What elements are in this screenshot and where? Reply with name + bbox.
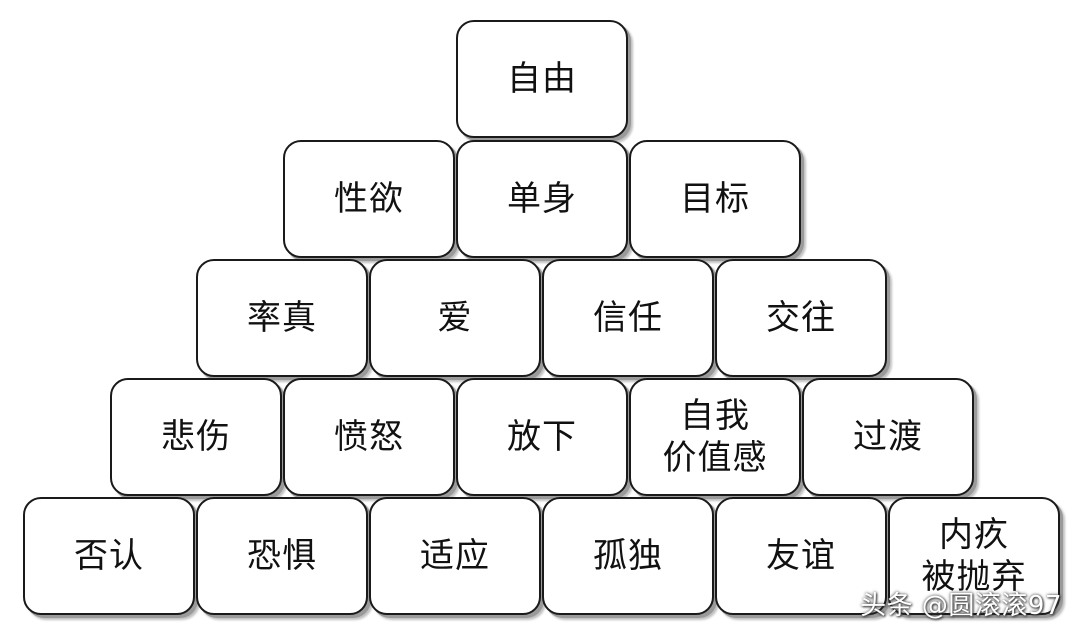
pyramid-block: 性欲 <box>283 140 455 258</box>
pyramid-block: 自由 <box>456 20 628 138</box>
pyramid-block: 适应 <box>369 497 541 615</box>
pyramid-block: 率真 <box>196 259 368 377</box>
pyramid-block: 信任 <box>542 259 714 377</box>
pyramid-block: 孤独 <box>542 497 714 615</box>
watermark-text: 头条 @圆滚滚97 <box>860 591 1062 621</box>
pyramid-block: 放下 <box>456 378 628 496</box>
pyramid-block: 悲伤 <box>110 378 282 496</box>
pyramid-block: 友谊 <box>715 497 887 615</box>
pyramid-block: 单身 <box>456 140 628 258</box>
pyramid-block: 自我 价值感 <box>629 378 801 496</box>
pyramid-block: 过渡 <box>802 378 974 496</box>
pyramid-block: 爱 <box>369 259 541 377</box>
pyramid-block: 恐惧 <box>196 497 368 615</box>
pyramid-block: 交往 <box>715 259 887 377</box>
pyramid-block: 否认 <box>23 497 195 615</box>
pyramid-block: 内疚 被抛弃 <box>888 497 1060 615</box>
pyramid-block: 愤怒 <box>283 378 455 496</box>
pyramid-block: 目标 <box>629 140 801 258</box>
